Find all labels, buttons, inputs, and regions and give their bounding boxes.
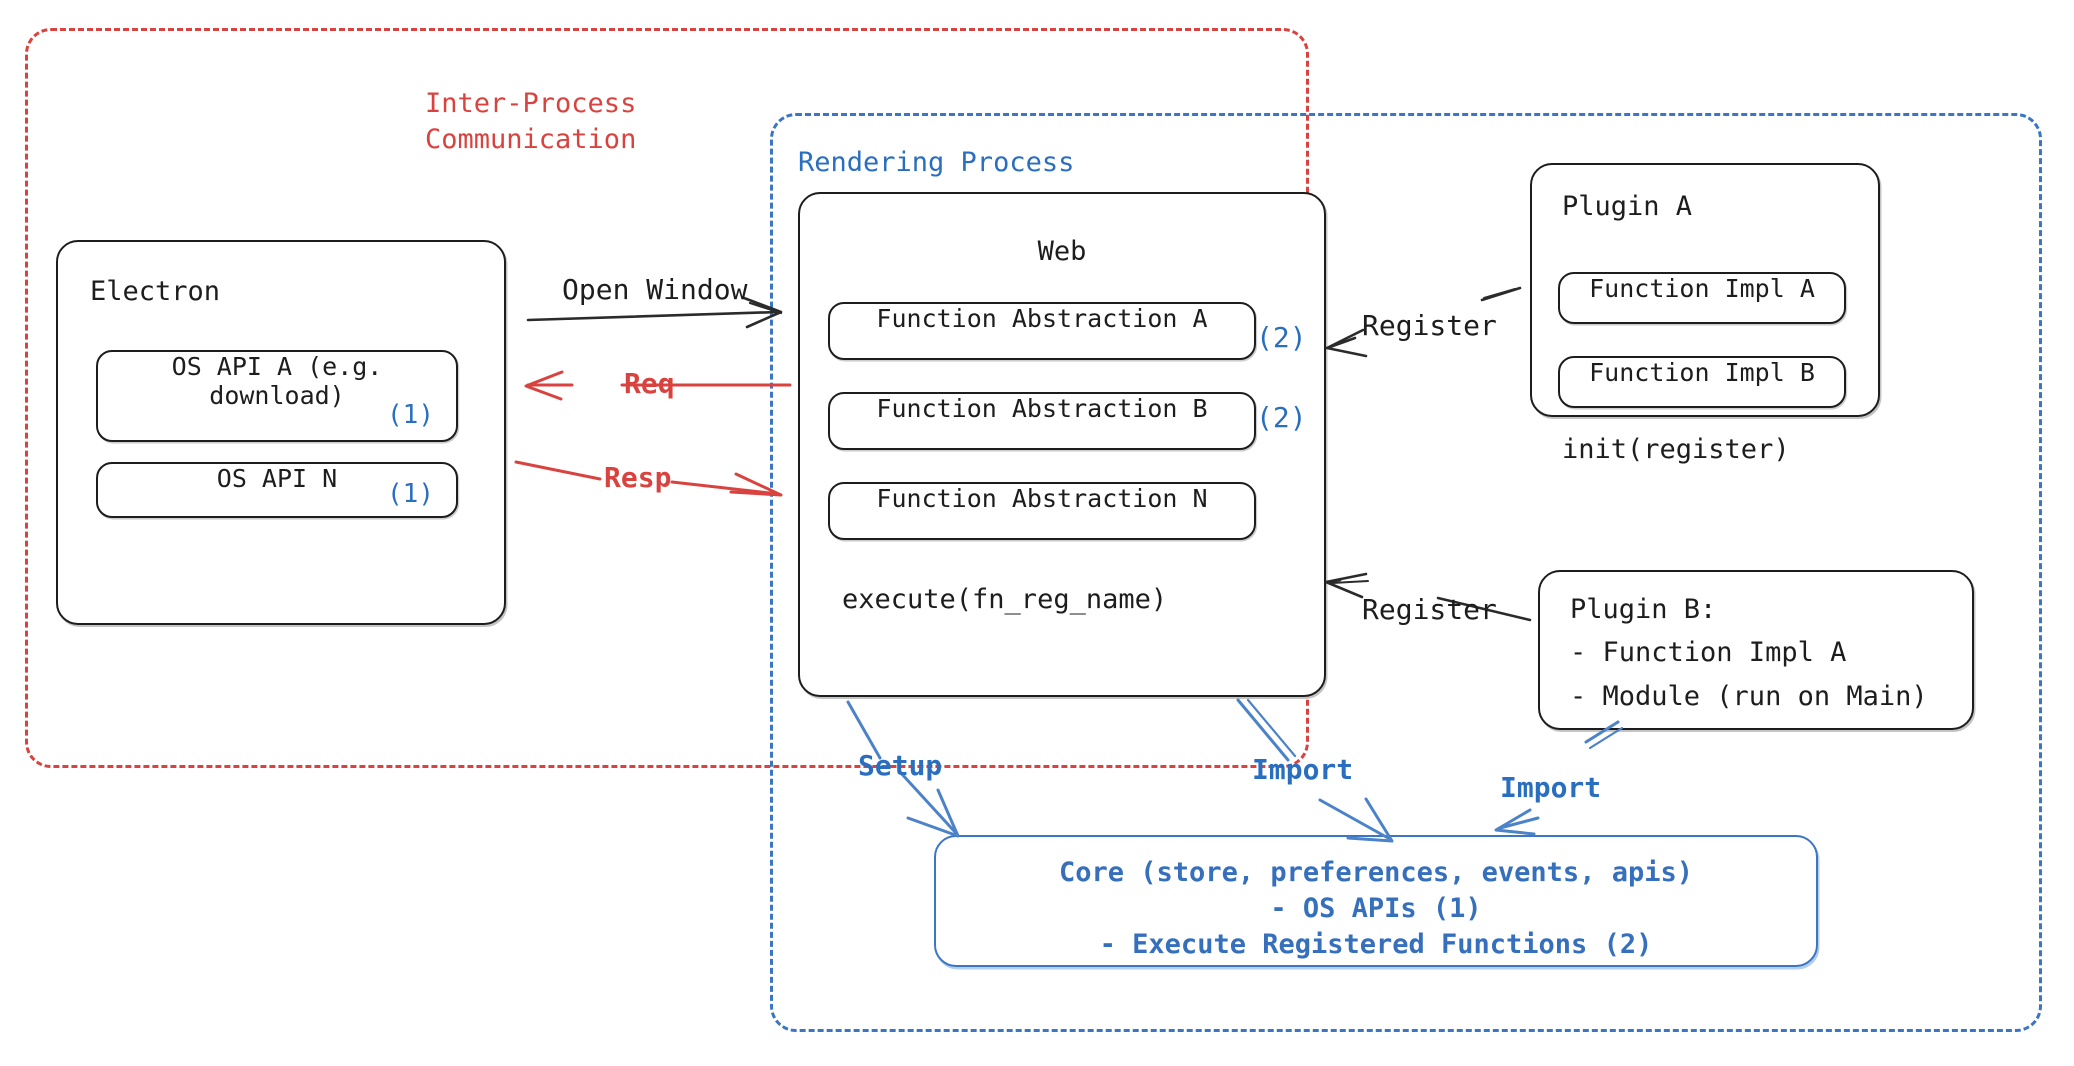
function-abstraction-a-badge: (2) xyxy=(1256,321,1307,354)
web-title: Web xyxy=(1037,236,1087,267)
plugin-b-title: Plugin B: xyxy=(1570,594,1717,625)
function-impl-a-box: Function Impl A xyxy=(1558,272,1846,324)
function-abstraction-a-label: Function Abstraction A xyxy=(876,304,1208,333)
core-box: Core (store, preferences, events, apis) … xyxy=(934,835,1818,967)
plugin-b-item-2: - Module (run on Main) xyxy=(1570,681,1928,712)
edge-label-setup: Setup xyxy=(858,749,943,782)
edge-label-req: Req xyxy=(624,367,675,400)
function-impl-b-label: Function Impl B xyxy=(1589,358,1815,387)
ipc-label-line2: Communication xyxy=(425,123,637,155)
os-api-a-badge: (1) xyxy=(387,400,434,430)
group-rendering-process xyxy=(770,113,2042,1032)
ipc-label-line1: Inter-Process xyxy=(425,88,637,119)
electron-title: Electron xyxy=(90,276,221,307)
os-api-n-box: OS API N (1) xyxy=(96,462,458,518)
core-line-3: - Execute Registered Functions (2) xyxy=(1099,929,1653,960)
rendering-process-label: Rendering Process xyxy=(798,147,1075,178)
function-abstraction-b-label: Function Abstraction B xyxy=(876,394,1208,423)
edge-label-register-plugin-a: Register xyxy=(1362,309,1497,342)
plugin-a-title: Plugin A xyxy=(1562,191,1693,222)
os-api-n-label: OS API N xyxy=(216,464,338,493)
function-abstraction-b-box: Function Abstraction B xyxy=(828,392,1256,450)
web-execute-label: execute(fn_reg_name) xyxy=(842,584,1168,615)
function-abstraction-n-box: Function Abstraction N xyxy=(828,482,1256,540)
edge-label-import-plugin-b: Import xyxy=(1500,771,1602,804)
function-abstraction-b-badge: (2) xyxy=(1256,401,1307,434)
plugin-b-box: Plugin B: - Function Impl A - Module (ru… xyxy=(1538,570,1974,730)
plugin-b-item-1: - Function Impl A xyxy=(1570,637,1847,668)
core-line-2: - OS APIs (1) xyxy=(1270,893,1482,924)
function-impl-a-label: Function Impl A xyxy=(1589,274,1815,303)
os-api-n-badge: (1) xyxy=(387,479,434,509)
core-line-1: Core (store, preferences, events, apis) xyxy=(1059,857,1693,888)
function-abstraction-n-label: Function Abstraction N xyxy=(876,484,1208,513)
os-api-a-box: OS API A (e.g. download) (1) xyxy=(96,350,458,442)
edge-label-open-window: Open Window xyxy=(562,273,748,306)
edge-label-import-web: Import xyxy=(1252,753,1354,786)
edge-label-resp: Resp xyxy=(604,461,672,494)
function-abstraction-a-box: Function Abstraction A xyxy=(828,302,1256,360)
plugin-a-init-label: init(register) xyxy=(1562,434,1790,465)
os-api-a-label: OS API A (e.g. download) xyxy=(171,352,383,410)
function-impl-b-box: Function Impl B xyxy=(1558,356,1846,408)
edge-label-register-plugin-b: Register xyxy=(1362,593,1497,626)
